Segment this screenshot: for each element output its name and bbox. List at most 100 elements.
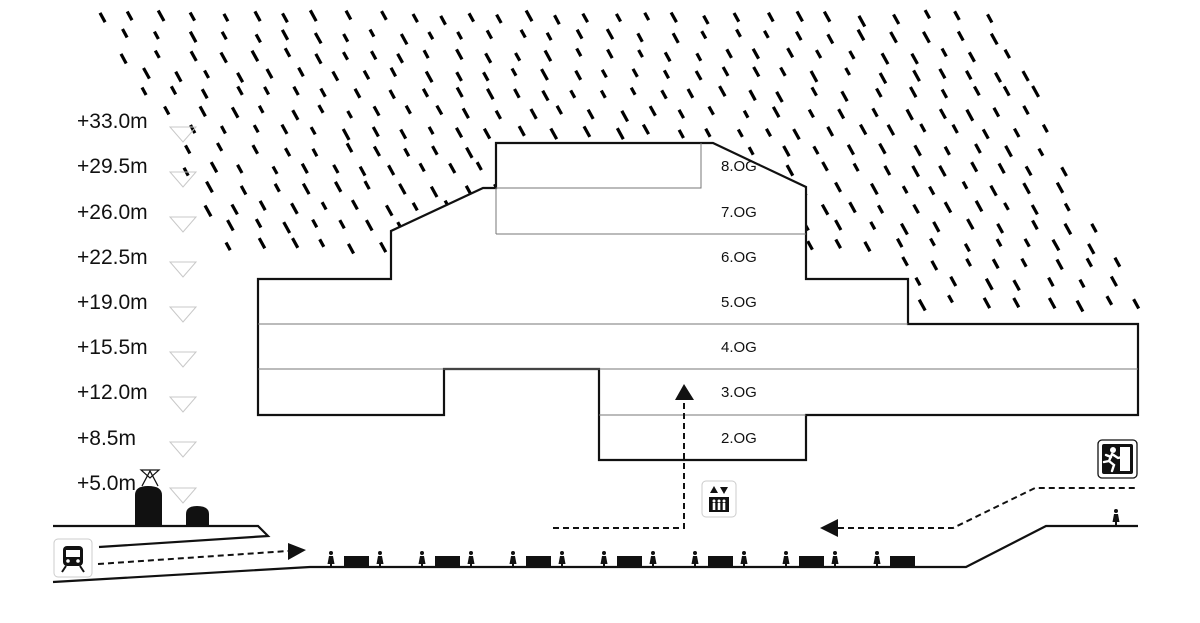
rain-stroke xyxy=(342,33,350,43)
rain-stroke xyxy=(735,28,742,38)
elevator-icon xyxy=(701,480,737,518)
rain-stroke xyxy=(993,71,1003,83)
rain-stroke xyxy=(1105,295,1114,306)
rain-stroke xyxy=(427,31,435,40)
rain-stroke xyxy=(368,28,376,38)
rain-stroke xyxy=(152,30,160,40)
rain-stroke xyxy=(284,147,292,157)
rain-stroke xyxy=(837,108,846,120)
rain-stroke xyxy=(581,12,589,23)
rain-stroke xyxy=(641,123,650,135)
rain-stroke xyxy=(912,203,920,214)
car-icon xyxy=(617,556,642,567)
level-marker-icon xyxy=(168,171,198,188)
rain-stroke xyxy=(484,52,493,64)
rain-stroke xyxy=(119,53,128,65)
rain-stroke xyxy=(236,85,244,96)
rain-stroke xyxy=(1003,202,1010,211)
rain-stroke xyxy=(751,48,760,60)
rain-stroke xyxy=(910,52,919,65)
rain-stroke xyxy=(1012,127,1021,138)
person-icon xyxy=(873,551,881,567)
rain-stroke xyxy=(834,181,843,193)
rain-stroke xyxy=(569,89,577,99)
rain-stroke xyxy=(1078,278,1086,289)
rain-stroke xyxy=(951,123,959,134)
rain-stroke xyxy=(140,86,148,96)
rain-stroke xyxy=(301,182,311,195)
rain-stroke xyxy=(1109,275,1119,287)
rain-stroke xyxy=(605,28,615,40)
rain-stroke xyxy=(332,164,340,174)
rain-stroke xyxy=(427,126,435,135)
rain-stroke xyxy=(219,125,227,135)
rain-stroke xyxy=(257,105,265,114)
rain-stroke xyxy=(766,11,775,23)
level-marker-icon xyxy=(168,441,198,458)
rain-stroke xyxy=(886,124,896,136)
tram-vehicle xyxy=(135,469,209,526)
rain-stroke xyxy=(747,146,755,156)
rain-stroke xyxy=(188,30,198,43)
car-icon xyxy=(799,556,824,567)
rain-stroke xyxy=(142,67,151,80)
rain-stroke xyxy=(905,108,914,121)
rain-stroke xyxy=(929,237,936,247)
rain-stroke xyxy=(239,185,248,196)
rain-stroke xyxy=(806,240,814,251)
rain-stroke xyxy=(932,221,941,233)
rain-stroke xyxy=(878,72,888,85)
rain-stroke xyxy=(779,66,787,77)
rain-stroke xyxy=(792,128,801,141)
rain-stroke xyxy=(519,29,527,39)
rain-stroke xyxy=(311,148,319,157)
rain-stroke xyxy=(236,164,244,174)
rain-stroke xyxy=(614,13,623,23)
rain-stroke xyxy=(953,10,961,21)
rain-stroke xyxy=(200,88,209,100)
rain-stroke xyxy=(153,49,161,59)
rain-stroke xyxy=(878,142,887,155)
rain-stroke xyxy=(991,258,1000,270)
rain-stroke xyxy=(700,30,708,40)
train-path xyxy=(97,550,289,565)
rain-stroke xyxy=(283,47,292,58)
floor-label: 2.OG xyxy=(721,430,757,447)
rain-stroke xyxy=(455,48,464,61)
rain-stroke xyxy=(514,52,522,62)
level-label: +5.0m xyxy=(77,472,136,495)
rain-stroke xyxy=(876,204,885,214)
rain-stroke xyxy=(762,30,770,39)
arrow-right-icon xyxy=(288,543,306,560)
rain-stroke xyxy=(846,144,856,156)
level-label: +12.0m xyxy=(77,381,148,404)
rain-stroke xyxy=(809,70,819,83)
rain-stroke xyxy=(125,10,134,21)
rain-stroke xyxy=(974,200,984,213)
rain-stroke xyxy=(826,126,835,137)
rain-stroke xyxy=(485,29,494,40)
rain-stroke xyxy=(964,70,973,81)
rain-stroke xyxy=(461,107,470,119)
rain-stroke xyxy=(940,47,948,58)
rain-stroke xyxy=(1031,85,1041,98)
rain-stroke xyxy=(1060,166,1068,177)
rain-stroke xyxy=(482,127,492,140)
rain-stroke xyxy=(311,218,319,229)
rain-stroke xyxy=(599,89,607,99)
floor-labels: 8.OG 7.OG 6.OG 5.OG 4.OG 3.OG 2.OG xyxy=(721,158,757,447)
rain-stroke xyxy=(930,260,939,271)
rain-stroke xyxy=(222,13,230,23)
rain-stroke xyxy=(345,142,354,153)
rain-stroke xyxy=(338,219,346,230)
rain-stroke xyxy=(1055,181,1065,194)
rain-stroke xyxy=(671,32,680,44)
rain-stroke xyxy=(940,88,949,99)
level-marker-icon xyxy=(168,306,198,323)
rain-stroke xyxy=(636,32,644,43)
rain-stroke xyxy=(300,162,309,174)
person-icon xyxy=(691,551,699,567)
exit-path xyxy=(838,487,1138,529)
rain-stroke xyxy=(1031,219,1039,231)
